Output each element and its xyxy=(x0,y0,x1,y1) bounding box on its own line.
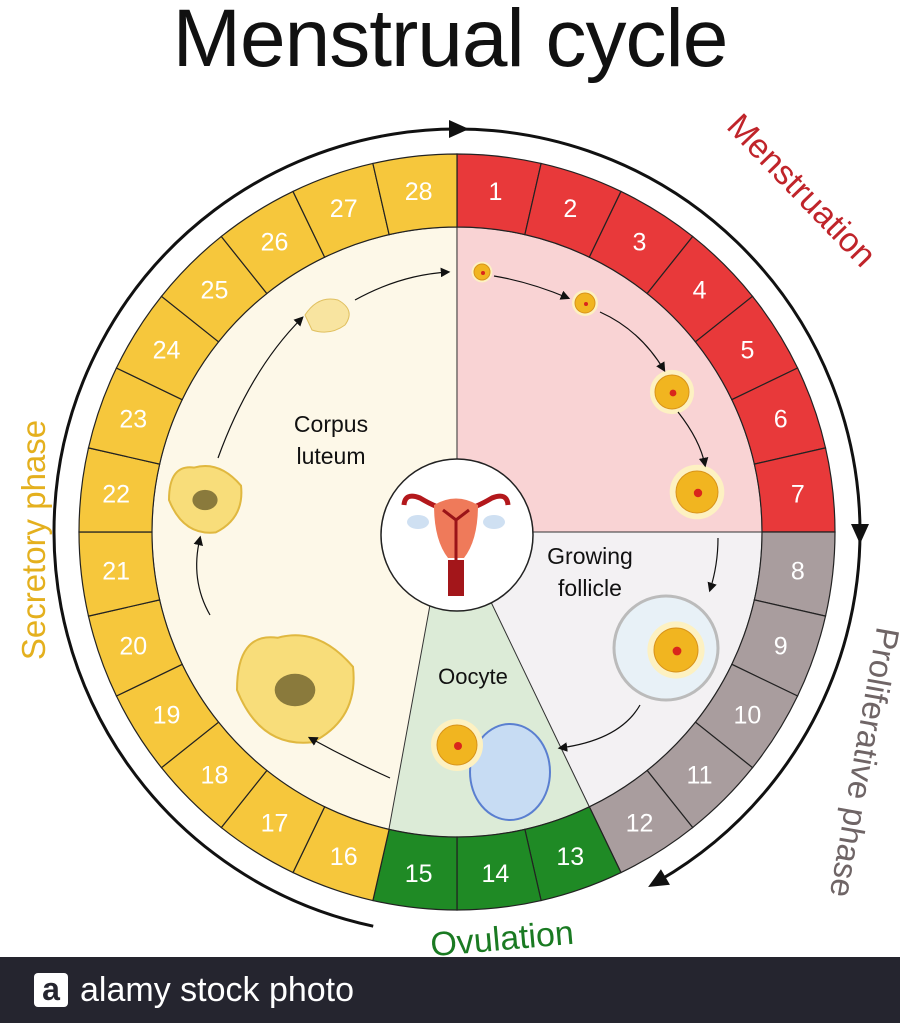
day-label: 23 xyxy=(119,406,147,434)
primordial-follicle xyxy=(471,261,493,283)
ovary-left xyxy=(407,515,429,529)
alamy-logo-icon: a xyxy=(34,973,68,1007)
corpus-luteum-large xyxy=(235,634,355,744)
uterine-cavity xyxy=(442,508,470,560)
day-label: 16 xyxy=(330,843,358,871)
growing-follicle-label: Growing xyxy=(547,543,633,569)
luteum-core xyxy=(274,673,316,707)
secretory-phase-label: Secretory phase xyxy=(15,420,52,660)
day-label: 24 xyxy=(153,337,181,365)
day-label: 18 xyxy=(201,762,229,790)
page-title: Menstrual cycle xyxy=(172,0,729,84)
day-segment xyxy=(372,153,458,236)
corpus-luteum-label: luteum xyxy=(296,443,365,469)
arrow-2 xyxy=(599,311,666,373)
corpus-luteum-medium xyxy=(167,465,243,534)
arrow-7 xyxy=(193,535,211,616)
day-label: 10 xyxy=(734,701,762,729)
day-label: 26 xyxy=(261,229,289,257)
follicle-nucleus xyxy=(481,271,485,275)
day-label: 13 xyxy=(556,843,584,871)
arrowhead-icon xyxy=(851,524,869,544)
arrow-1 xyxy=(493,275,571,300)
follicle-nucleus xyxy=(672,646,682,656)
secondary-follicle xyxy=(649,369,695,415)
luteum-core xyxy=(192,489,218,511)
day-label: 6 xyxy=(774,406,788,434)
day-label: 22 xyxy=(102,481,130,509)
day-label: 20 xyxy=(119,632,147,660)
growing-follicle-label: follicle xyxy=(558,575,622,601)
ruptured-follicle xyxy=(469,723,551,821)
arrow-head-bottom xyxy=(648,869,670,888)
corpus-albicans xyxy=(304,298,350,333)
follicle-nucleus xyxy=(669,389,677,397)
footer-watermark-bar: a alamy stock photo xyxy=(0,957,900,1023)
proliferative-phase-label: Proliferative phase xyxy=(823,625,900,901)
day-label: 2 xyxy=(563,195,577,223)
day-label: 25 xyxy=(201,276,229,304)
arrow-3 xyxy=(677,411,709,468)
day-label: 8 xyxy=(791,557,805,585)
day-label: 3 xyxy=(633,229,647,257)
arrow-4 xyxy=(707,537,719,593)
day-label: 7 xyxy=(791,481,805,509)
day-label: 19 xyxy=(153,701,181,729)
cervix xyxy=(448,560,464,596)
day-label: 27 xyxy=(330,195,358,223)
day-label: 11 xyxy=(687,762,713,790)
follicle-nucleus xyxy=(454,742,462,750)
day-label: 21 xyxy=(102,557,130,585)
primary-follicle xyxy=(572,290,598,316)
corpus-luteum-label: Corpus xyxy=(294,411,368,437)
ovary-right xyxy=(483,515,505,529)
day-label: 17 xyxy=(261,809,289,837)
day-label: 1 xyxy=(488,178,502,206)
arrow-8 xyxy=(217,316,304,459)
cycle-arrow-arc xyxy=(52,127,862,928)
arrowhead-icon xyxy=(449,120,469,138)
uterus-icon xyxy=(401,493,511,596)
follicle-nucleus xyxy=(584,302,588,306)
day-label: 14 xyxy=(481,860,509,888)
arrowhead-icon xyxy=(648,869,670,888)
day-label: 9 xyxy=(774,632,788,660)
graafian-oocyte xyxy=(647,621,705,679)
oocyte-label: Oocyte xyxy=(438,664,508,689)
footer-brand: alamy stock photo xyxy=(80,970,355,1009)
released-oocyte xyxy=(431,719,483,771)
day-label: 4 xyxy=(693,276,707,304)
day-label: 12 xyxy=(626,809,654,837)
arrow-head-right xyxy=(851,524,869,544)
arrow-head-top xyxy=(449,120,469,138)
day-label: 15 xyxy=(405,860,433,888)
day-label: 28 xyxy=(405,178,433,206)
arrow-9 xyxy=(354,267,451,301)
day-label: 5 xyxy=(740,337,754,365)
antral-follicle xyxy=(669,464,725,520)
arrow-6 xyxy=(307,736,391,779)
follicle-nucleus xyxy=(693,488,703,498)
arrow-5 xyxy=(557,704,641,752)
